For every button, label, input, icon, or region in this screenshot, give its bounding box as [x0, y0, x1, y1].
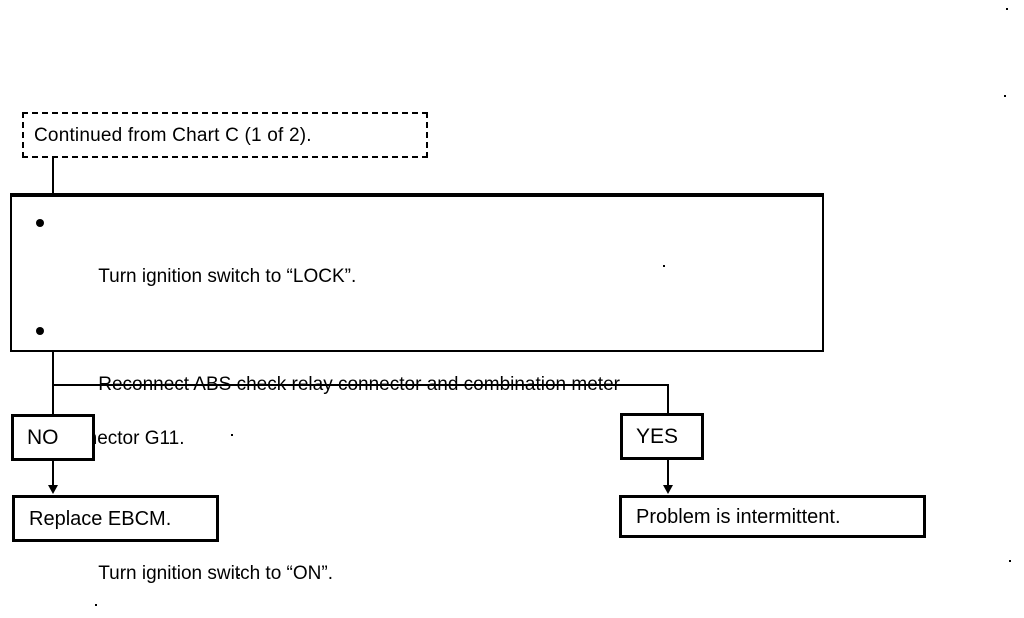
instruction-text-1: Turn ignition switch to “LOCK”. — [98, 266, 357, 287]
branch-yes-box: YES — [620, 413, 704, 460]
connector-instruction-to-split — [52, 352, 54, 385]
scan-speckle — [663, 265, 665, 267]
instruction-box: Turn ignition switch to “LOCK”. Reconnec… — [10, 193, 824, 618]
scan-speckle — [1009, 560, 1011, 562]
arrow-head-icon — [48, 485, 58, 494]
branch-yes-label: YES — [636, 425, 679, 448]
scan-speckle — [95, 604, 97, 606]
scan-speckle — [231, 434, 233, 436]
arrow-head-icon — [663, 485, 673, 494]
bullet-icon — [36, 327, 44, 335]
connector-split-to-no — [52, 384, 54, 415]
scan-speckle — [1006, 8, 1008, 10]
connector-no-to-replace — [52, 461, 54, 488]
branch-no-box: NO — [11, 414, 95, 461]
outcome-problem-intermittent-label: Problem is intermittent. — [636, 505, 841, 528]
instruction-item-1: Turn ignition switch to “LOCK”. — [12, 209, 822, 317]
bullet-icon — [36, 219, 44, 227]
scan-speckle — [1004, 95, 1006, 97]
instruction-question-text: Does ABS warning light illuminate for 3 … — [56, 614, 822, 618]
connector-split-bus — [52, 384, 669, 386]
connector-split-to-yes — [667, 384, 669, 414]
continued-from-label: Continued from Chart C (1 of 2). — [34, 124, 312, 146]
instruction-text-3: Turn ignition switch to “ON”. — [98, 563, 333, 584]
outcome-replace-ebcm-box: Replace EBCM. — [12, 495, 219, 542]
instruction-text-2-cont: connector G11. — [56, 428, 185, 449]
outcome-replace-ebcm-label: Replace EBCM. — [29, 507, 172, 530]
outcome-problem-intermittent-box: Problem is intermittent. — [619, 495, 926, 538]
connector-yes-to-problem — [667, 460, 669, 488]
instruction-list: Turn ignition switch to “LOCK”. Reconnec… — [12, 197, 822, 618]
continued-from-box: Continued from Chart C (1 of 2). — [22, 112, 428, 158]
instruction-item-2: Reconnect ABS check relay connector and … — [12, 317, 822, 506]
connector-continuation-to-instruction — [52, 157, 54, 195]
branch-no-label: NO — [27, 426, 59, 449]
scan-speckle — [238, 574, 240, 576]
